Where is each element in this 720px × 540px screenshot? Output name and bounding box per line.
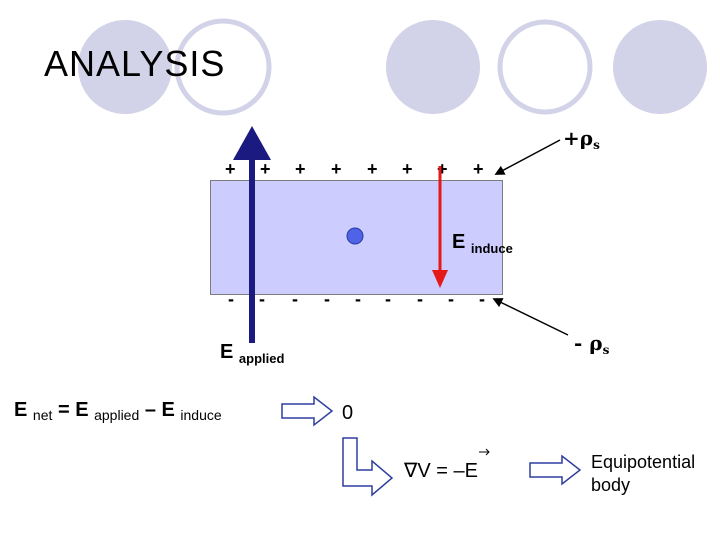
decorative-circle-ring [497,19,593,115]
negative-charge-sign: - [479,289,485,309]
negative-charge-pointer [492,298,569,336]
conclusion-text: Equipotential body [591,452,696,495]
applied-field-label: E applied [220,341,285,366]
bent-implies-arrow [342,437,394,497]
negative-charge-sign: - [259,289,265,309]
positive-charge-sign: + [473,159,484,179]
decorative-circle-filled [386,20,480,114]
negative-charge-sign: - [385,289,391,309]
positive-surface-charge-label: +ρs [563,126,600,152]
positive-charge-sign: + [437,159,448,179]
vector-arrowhead [485,448,490,456]
negative-charge-sign: - [292,289,298,309]
positive-charge-sign: + [367,159,378,179]
negative-charge-sign: - [417,289,423,309]
negative-charge-sign: - [448,289,454,309]
induced-field-label: E induce [452,231,513,256]
negative-charge-sign: - [324,289,330,309]
negative-charge-sign: - [355,289,361,309]
page-title: ANALYSIS [44,43,226,84]
positive-charge-sign: + [402,159,413,179]
positive-charge-sign: + [260,159,271,179]
induced-field-arrowhead [432,270,448,288]
gradient-equation: ∇V = –E [404,460,478,482]
decorative-circle-filled [78,20,172,114]
positive-charge-sign: + [225,159,236,179]
decorative-circle-filled [613,20,707,114]
negative-charge-sign: - [228,289,234,309]
test-charge-dot [346,227,364,245]
implies-arrow [281,395,334,427]
result-zero: 0 [342,402,354,424]
applied-field-arrowhead [233,126,271,160]
net-field-equation: E net = E applied – E induce [14,399,222,423]
conclusion-arrow [529,454,582,486]
positive-charge-sign: + [331,159,342,179]
negative-surface-charge-label: - ρs [574,331,610,357]
positive-charge-pointer [494,139,561,175]
decorative-circle-ring [174,18,272,116]
positive-charge-sign: + [295,159,306,179]
